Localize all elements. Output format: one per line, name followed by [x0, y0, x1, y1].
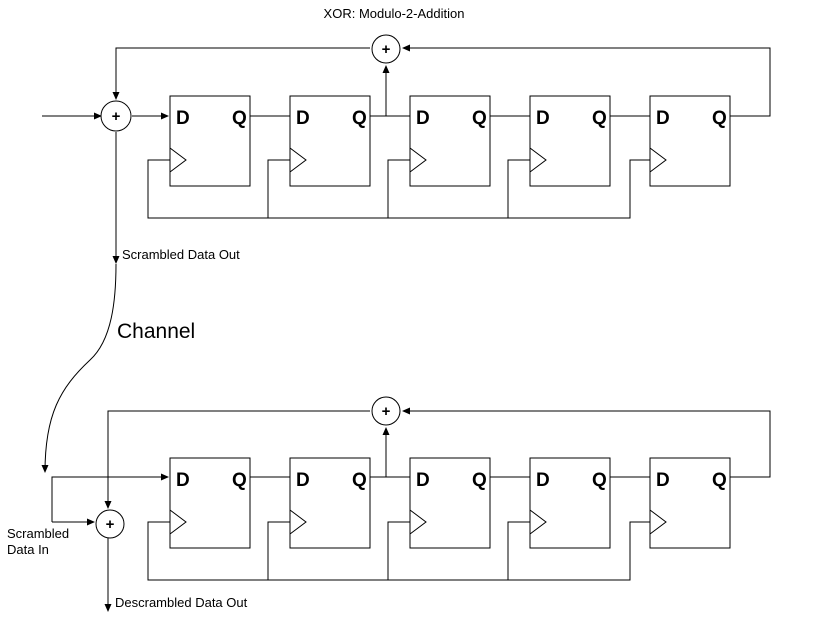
ff-q-label: Q: [592, 108, 607, 129]
ff-q-label: Q: [352, 470, 367, 491]
scrambled-in-label-line1: Scrambled: [7, 526, 69, 541]
feedback-arrow: [402, 44, 771, 117]
ff-q-label: Q: [472, 470, 487, 491]
scrambler-flip-flop-2: D Q: [289, 95, 371, 187]
xor-symbol: +: [112, 108, 121, 125]
ff-d-label: D: [176, 470, 190, 491]
ff-q-label: Q: [712, 470, 727, 491]
descrambler-flip-flop-1: D Q: [169, 457, 251, 549]
ff-q-label: Q: [592, 470, 607, 491]
xor-symbol: +: [106, 516, 115, 533]
feedback-to-input-arrow: [112, 47, 370, 100]
descrambler-flip-flop-5: D Q: [649, 457, 731, 549]
scrambler-flip-flop-4: D Q: [529, 95, 611, 187]
descrambled-out-label: Descrambled Data Out: [115, 595, 248, 610]
scrambler-flip-flop-5: D Q: [649, 95, 731, 187]
ff-d-label: D: [536, 470, 550, 491]
descrambler: D Q D Q D Q D Q D Q: [51, 396, 771, 612]
scrambler-flip-flop-1: D Q: [169, 95, 251, 187]
scrambled-in-label-line2: Data In: [7, 542, 49, 557]
scrambler-input-xor: +: [100, 100, 132, 132]
feedback-to-output-xor-arrow: [104, 410, 370, 509]
scrambled-out-label: Scrambled Data Out: [122, 247, 240, 262]
xor-symbol: +: [382, 41, 391, 58]
descrambler-flip-flop-4: D Q: [529, 457, 611, 549]
ff-q-label: Q: [712, 108, 727, 129]
xor-title-label: XOR: Modulo-2-Addition: [324, 6, 465, 21]
ff-q-label: Q: [232, 108, 247, 129]
ff-d-label: D: [176, 108, 190, 129]
ff-d-label: D: [416, 470, 430, 491]
xor-symbol: +: [382, 403, 391, 420]
feedback-arrow: [402, 407, 771, 478]
ff-q-label: Q: [232, 470, 247, 491]
scrambler-feedback-xor: +: [371, 34, 401, 64]
scrambler: D Q D Q D Q D Q D Q: [42, 34, 771, 264]
ff-d-label: D: [656, 108, 670, 129]
ff-d-label: D: [296, 470, 310, 491]
descrambler-flip-flop-2: D Q: [289, 457, 371, 549]
ff-d-label: D: [416, 108, 430, 129]
channel-label: Channel: [117, 320, 195, 343]
ff-d-label: D: [656, 470, 670, 491]
ff-d-label: D: [296, 108, 310, 129]
descrambler-output-xor: +: [95, 509, 125, 539]
ff-d-label: D: [536, 108, 550, 129]
descrambler-flip-flop-3: D Q: [409, 457, 491, 549]
ff-q-label: Q: [352, 108, 367, 129]
channel-arrow: [41, 263, 117, 473]
data-in-to-ff1-arrow: [51, 473, 169, 522]
descrambler-feedback-xor: +: [371, 396, 401, 426]
ff-q-label: Q: [472, 108, 487, 129]
scrambler-flip-flop-3: D Q: [409, 95, 491, 187]
